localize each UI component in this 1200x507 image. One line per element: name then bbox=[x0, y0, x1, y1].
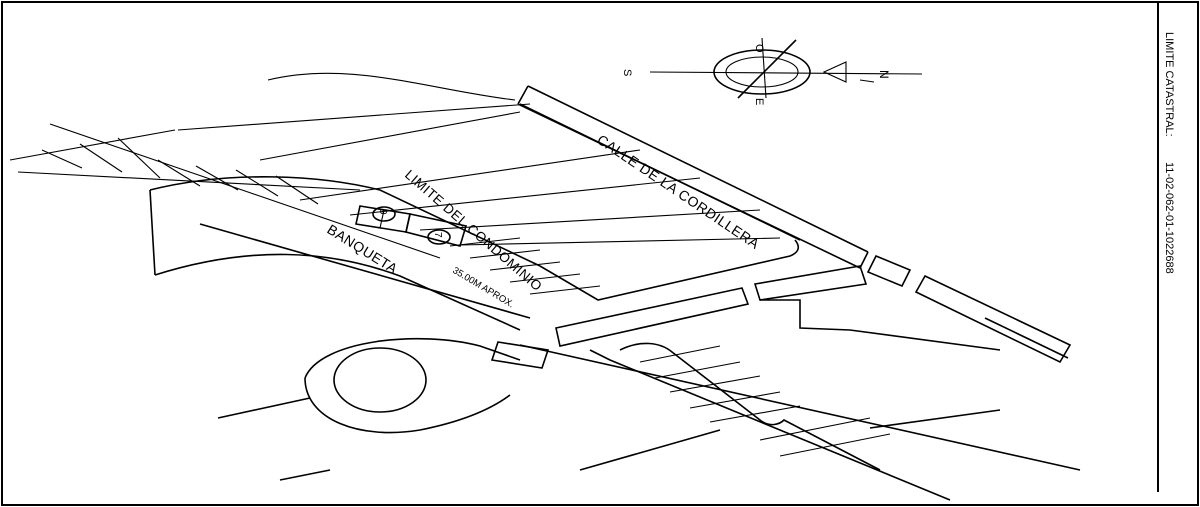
compass-rose: S O E N bbox=[621, 37, 923, 105]
cadastral-code: 11-02-062-01-1022688 bbox=[1163, 162, 1175, 274]
lower-roads bbox=[217, 265, 1081, 501]
lot-marker-9: 9 bbox=[372, 206, 396, 222]
street-label: CALLE DE LA CORDILLERA bbox=[594, 131, 763, 252]
compass-south: S bbox=[621, 69, 633, 76]
lot-marker-7: 7 bbox=[427, 229, 451, 245]
lot-number-9: 9 bbox=[377, 209, 388, 215]
lot-number-7: 7 bbox=[432, 232, 443, 238]
cadastral-label: LIMITE CATASTRAL: bbox=[1163, 32, 1175, 137]
compass-west: O bbox=[753, 44, 765, 53]
street-strip bbox=[517, 85, 1072, 364]
compass-north: N bbox=[877, 70, 891, 79]
compass-east: E bbox=[753, 98, 765, 105]
roundabout bbox=[333, 347, 427, 413]
condominium-block bbox=[9, 72, 801, 331]
